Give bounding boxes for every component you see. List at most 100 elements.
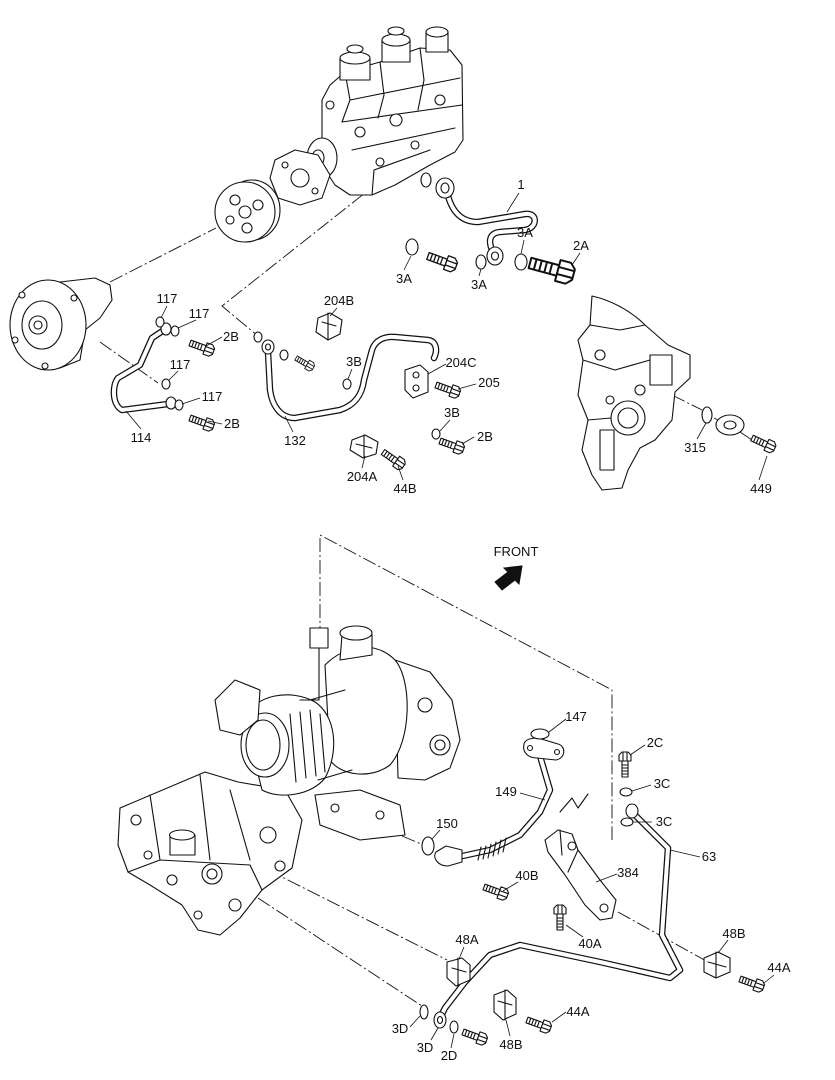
washer-117 (155, 316, 165, 328)
clamp-204c-hole (412, 371, 420, 379)
eye-fitting (261, 339, 275, 355)
manifold-port (429, 734, 451, 756)
gear-case-ribs (127, 774, 263, 891)
callout-2b: 2B (224, 416, 240, 431)
flange-bolt-hole (70, 294, 78, 302)
callout-48b: 48B (722, 926, 745, 941)
block-plate (599, 429, 615, 471)
flange-bolt-hole (41, 362, 49, 370)
pump-plug (410, 140, 420, 150)
bracket-hole (567, 841, 577, 851)
callout-40b: 40B (515, 868, 538, 883)
pump-plug (389, 113, 403, 127)
coupling-disk-hole (225, 215, 235, 225)
callout-1: 1 (517, 177, 524, 192)
coupling-disk-hole (241, 222, 253, 234)
pump-plug (354, 126, 366, 138)
clamp-48b-detail (497, 989, 513, 1021)
banjo-fitting (435, 177, 455, 199)
pipe-114-outline (110, 326, 172, 414)
fuel-injection-pump (306, 26, 464, 196)
washer-2d (449, 1020, 459, 1034)
callout-3b: 3B (346, 354, 362, 369)
banjo-fitting-hole (440, 182, 450, 194)
callout-2d: 2D (441, 1048, 458, 1063)
clamp-48b (493, 989, 517, 1021)
clamp-48b-detail (707, 951, 727, 979)
callout-3a: 3A (471, 277, 487, 292)
flange-hole (375, 810, 385, 820)
pipe-149-bore (456, 754, 552, 859)
callout-149: 149 (495, 784, 517, 799)
clip-204a (349, 434, 379, 459)
small-bolt (293, 353, 317, 373)
delivery-valve-top (425, 26, 449, 38)
turbo-fins (289, 689, 353, 783)
pipe-1 (435, 177, 538, 266)
washer-3a (514, 253, 528, 271)
gear-case-hole (228, 898, 242, 912)
delivery-valve-top (339, 51, 371, 65)
callout-48a: 48A (455, 932, 478, 947)
callout-204a: 204A (347, 469, 378, 484)
washer-117 (161, 378, 171, 390)
bolt-44a (737, 972, 767, 994)
pipe-149 (434, 737, 565, 867)
pipe-1-bore (446, 194, 537, 252)
drive-housing-hub-inner (33, 320, 43, 330)
pump-plug (325, 100, 335, 110)
turbo-mount-flange (314, 789, 406, 841)
clamp-48a (446, 957, 471, 987)
compressor-inlet-ring (240, 712, 290, 778)
clamp-48a-detail (451, 957, 467, 987)
callout-3c: 3C (656, 814, 673, 829)
callout-204b: 204B (324, 293, 354, 308)
manifold-port-inner (434, 739, 446, 751)
bracket-384-detail (559, 829, 579, 873)
callout-114: 114 (131, 430, 152, 445)
phantom-lines-lower (257, 534, 709, 1009)
gear-case-hole (259, 826, 277, 844)
washer-3b (431, 428, 441, 440)
coupling-disk (214, 179, 281, 243)
washer-3c (620, 817, 634, 827)
eye-fitting-hole (264, 343, 272, 351)
callout-3d: 3D (417, 1040, 434, 1055)
block-bore-ring (610, 400, 646, 436)
banjo-fitting (625, 803, 639, 819)
delivery-valve-cap (387, 26, 405, 36)
gear-case-hole (274, 860, 286, 872)
block-boss (649, 354, 673, 386)
turbocharger (214, 625, 461, 841)
coupling-disk-hub (238, 205, 252, 219)
washer (253, 331, 263, 343)
pipe-149-end-flange (434, 845, 463, 867)
clamp-204c (404, 364, 429, 399)
clip-204b-body (315, 312, 343, 341)
washer-117 (174, 399, 184, 411)
bracket-384-body (544, 829, 617, 921)
compressor-inlet (245, 719, 281, 771)
pump-drive-housing (9, 277, 113, 371)
gear-case-hole (166, 874, 178, 886)
turbine-outlet-mouth (339, 625, 373, 641)
bolt-44a (524, 1013, 554, 1035)
bolt-2d (460, 1025, 490, 1047)
phantom-lines-upper (99, 139, 753, 441)
callout-150: 150 (436, 816, 458, 831)
callout-117: 117 (170, 357, 191, 372)
drive-housing-hub (28, 315, 48, 335)
block-hole (634, 384, 646, 396)
callout-147: 147 (565, 709, 587, 724)
engine-block-fragment (577, 295, 691, 491)
gear-case (117, 771, 303, 936)
bolt-2b (437, 434, 467, 456)
callouts-lower: 147 2C 3C 149 3C 150 63 40B 384 40A 48A … (392, 709, 791, 1063)
bolt-2c (618, 751, 632, 778)
callout-315: 315 (684, 440, 706, 455)
clip-204a-detail (355, 434, 373, 459)
eye-fitting (486, 246, 504, 266)
bolt-2b (187, 411, 217, 433)
bolt-2b (187, 336, 217, 358)
callout-2b: 2B (223, 329, 239, 344)
